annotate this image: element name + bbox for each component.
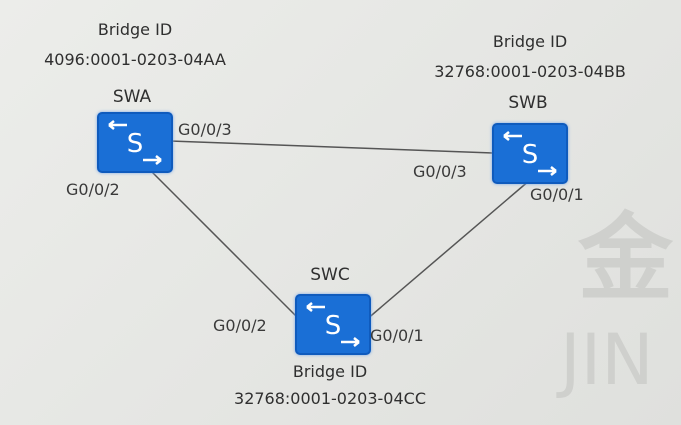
swb-bridge-label: Bridge ID [492,32,568,51]
swc-bridge-id: 32768:0001-0203-04CC [234,389,426,408]
link-swb-swc [365,179,531,321]
swb-switch-icon[interactable]: S [492,123,568,184]
link-swa-swb [169,140,494,154]
port-swc-g002: G0/0/2 [213,316,267,335]
port-swa-g003: G0/0/3 [178,120,232,139]
swc-name: SWC [310,265,350,285]
watermark-logo: 金 [578,204,674,314]
port-swb-g001: G0/0/1 [530,185,584,204]
swb-name: SWB [508,93,548,113]
svg-text:S: S [127,129,144,159]
port-swa-g002: G0/0/2 [66,180,120,199]
svg-text:S: S [522,140,539,170]
watermark-text: JIN [560,319,654,401]
swa-bridge-id: 4096:0001-0203-04AA [44,50,226,69]
svg-text:S: S [325,311,342,341]
swa-bridge-label: Bridge ID [97,20,173,39]
swa-switch-icon[interactable]: S [97,112,173,173]
port-swb-g003: G0/0/3 [413,162,467,181]
swc-switch-icon[interactable]: S [295,294,371,355]
swc-bridge-label: Bridge ID [292,362,368,381]
link-swa-swc [149,169,299,319]
swb-bridge-id: 32768:0001-0203-04BB [434,62,626,81]
swa-name: SWA [112,87,152,107]
port-swc-g001: G0/0/1 [370,326,424,345]
